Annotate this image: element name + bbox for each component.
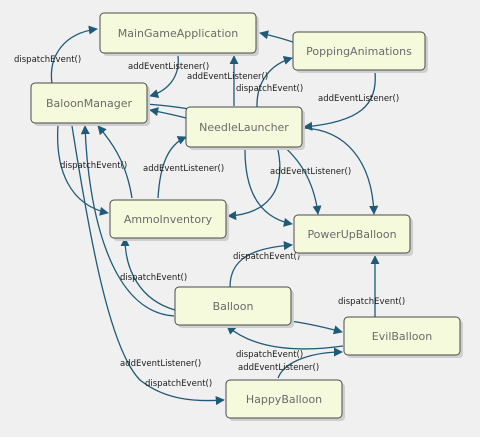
edge-main-to-baloonmanager — [149, 55, 179, 98]
edge-label: addEventListener() — [143, 164, 224, 174]
edge-label: addEventListener() — [120, 359, 201, 369]
edge-baloonmanager-to-ammo — [56, 124, 109, 216]
edge-label: addEventListener() — [187, 72, 268, 82]
edge-ammo-to-needle — [157, 136, 187, 199]
node-label: PowerUpBalloon — [307, 228, 396, 241]
edge-label: dispatchEvent() — [60, 161, 127, 171]
node-label: BaloonManager — [46, 97, 132, 110]
edge-label: dispatchEvent() — [236, 84, 303, 94]
edge-baloonmanager-to-happy — [71, 125, 225, 406]
edge-ammo-to-baloonmanager — [97, 125, 133, 199]
edge-label: dispatchEvent() — [145, 379, 212, 389]
edge-needle-to-popping — [256, 55, 293, 109]
node-label: Balloon — [213, 300, 254, 313]
node-needle-launcher[interactable]: NeedleLauncher — [185, 106, 305, 150]
edge-label: addEventListener() — [318, 94, 399, 104]
edge-balloon-to-ammo — [120, 237, 176, 311]
edge-balloon-to-baloonmanager — [80, 125, 175, 317]
edge-label: dispatchEvent() — [120, 273, 187, 283]
node-label: AmmoInventory — [124, 213, 213, 226]
node-label: NeedleLauncher — [199, 121, 289, 134]
edge-needle-to-powerup — [244, 149, 293, 227]
edge-label: dispatchEvent() — [338, 297, 405, 307]
node-ammo-inventory[interactable]: AmmoInventory — [109, 199, 229, 241]
edge-happy-to-evil — [277, 347, 343, 379]
edge-label: addEventListener() — [270, 167, 351, 177]
node-label: MainGameApplication — [118, 27, 238, 40]
edge-needle-to-powerup-loop — [303, 127, 379, 215]
edge-label: addEventListener() — [238, 363, 319, 373]
edge-needle-to-baloonmanager — [149, 107, 187, 119]
edge-evil-to-balloon — [226, 325, 344, 350]
node-happy-balloon[interactable]: HappyBalloon — [225, 379, 345, 421]
node-evil-balloon[interactable]: EvilBalloon — [343, 316, 463, 358]
edge-labels: dispatchEvent() addEventListener() addEv… — [14, 55, 405, 389]
edge-balloon-to-powerup — [229, 241, 293, 288]
nodes: MainGameApplication PoppingAnimations Ba… — [30, 12, 463, 421]
node-main-game-application[interactable]: MainGameApplication — [99, 12, 259, 56]
node-label: HappyBalloon — [246, 393, 322, 406]
edge-needle-to-ammo — [227, 149, 281, 221]
edge-label: addEventListener() — [128, 62, 209, 72]
node-baloon-manager[interactable]: BaloonManager — [30, 82, 150, 126]
edge-baloonmanager-to-main — [50, 25, 98, 85]
node-label: PoppingAnimations — [306, 45, 412, 58]
node-power-up-balloon[interactable]: PowerUpBalloon — [293, 214, 413, 256]
node-popping-animations[interactable]: PoppingAnimations — [292, 31, 428, 73]
node-label: EvilBalloon — [372, 330, 432, 343]
edge-label: dispatchEvent() — [14, 55, 81, 65]
edge-label: dispatchEvent() — [233, 252, 300, 262]
node-balloon[interactable]: Balloon — [174, 286, 294, 328]
edge-popping-to-needle — [303, 71, 376, 131]
edge-label: dispatchEvent() — [236, 350, 303, 360]
